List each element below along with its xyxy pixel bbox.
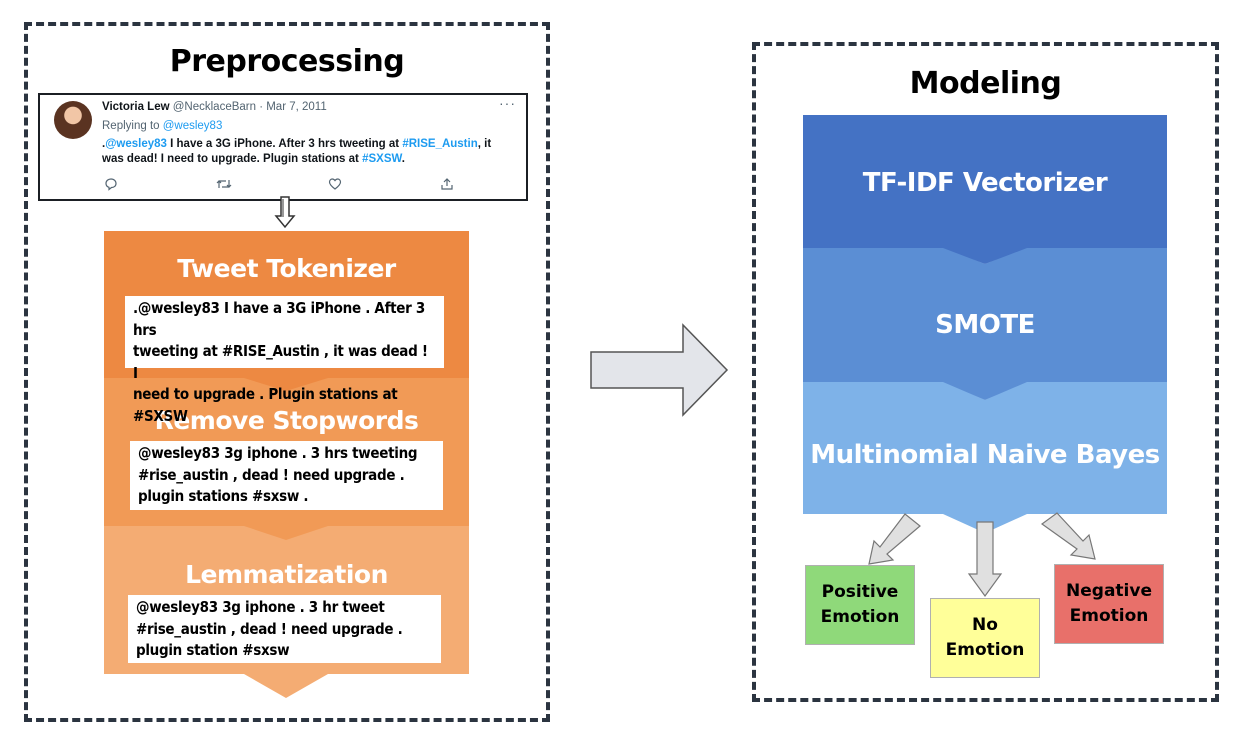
output-line: plugin station #sxsw xyxy=(136,641,290,659)
lemmatization-output-box: @wesley83 3g iphone . 3 hr tweet #rise_a… xyxy=(128,595,441,663)
tweet-handle-date: @NecklaceBarn · Mar 7, 2011 xyxy=(172,101,327,113)
output-label: No xyxy=(972,615,998,635)
preprocessing-title: Preprocessing xyxy=(169,44,405,79)
avatar xyxy=(54,101,92,139)
like-icon[interactable] xyxy=(328,177,342,191)
remove-stopwords-title: Remove Stopwords xyxy=(154,406,419,435)
output-label: Positive xyxy=(821,582,899,602)
replying-to-link[interactable]: @wesley83 xyxy=(162,120,223,132)
output-line: #rise_austin , dead ! need upgrade . xyxy=(138,465,405,484)
preprocessing-panel: Preprocessing xyxy=(24,22,550,722)
body-text: I have a 3G iPhone. After 3 hrs tweeting… xyxy=(166,138,403,150)
modeling-title: Modeling xyxy=(909,66,1062,101)
retweet-icon[interactable] xyxy=(216,177,232,191)
tfidf-step-shape xyxy=(803,115,1167,264)
neutral-arrow-icon xyxy=(967,521,1003,598)
output-line: @wesley83 3g iphone . 3 hr tweet xyxy=(136,598,385,616)
output-label: Emotion xyxy=(1069,606,1149,626)
tokenizer-output-box: .@wesley83 I have a 3G iPhone . After 3 … xyxy=(125,296,444,425)
tweet-replying-to: Replying to @wesley83 xyxy=(102,120,222,132)
output-label: Negative xyxy=(1066,581,1152,601)
body-prefix: . xyxy=(102,138,106,150)
output-line: plugin stations #sxsw . xyxy=(138,487,309,505)
lemmatization-title: Lemmatization xyxy=(185,560,388,589)
hashtag-link[interactable]: #SXSW xyxy=(362,153,402,165)
modeling-panel: Modeling xyxy=(752,42,1219,702)
tweet-tokenizer-title: Tweet Tokenizer xyxy=(177,254,396,283)
share-icon[interactable] xyxy=(440,177,454,191)
output-label: Emotion xyxy=(945,640,1025,660)
body-text: , it xyxy=(477,138,492,150)
naive-bayes-title: Multinomial Naive Bayes xyxy=(810,440,1160,470)
reply-icon[interactable] xyxy=(104,177,118,191)
negative-arrow-icon xyxy=(1040,512,1096,560)
tweet-header: Victoria Lew @NecklaceBarn · Mar 7, 2011 xyxy=(102,101,327,113)
tweet-body-line-2: was dead! I need to upgrade. Plugin stat… xyxy=(102,153,405,165)
flow-arrow-icon xyxy=(590,323,729,417)
output-line: .@wesley83 I have a 3G iPhone . After 3 … xyxy=(133,299,425,339)
naive-bayes-step-shape xyxy=(803,381,1167,533)
body-text: was dead! I need to upgrade. Plugin stat… xyxy=(102,153,363,165)
replying-prefix: Replying to xyxy=(102,120,163,132)
tweet-body-line-1: .@wesley83 I have a 3G iPhone. After 3 h… xyxy=(102,138,491,150)
output-line: #rise_austin , dead ! need upgrade . xyxy=(136,619,403,638)
more-options-icon[interactable]: ··· xyxy=(499,95,516,111)
tfidf-title: TF-IDF Vectorizer xyxy=(862,168,1108,198)
tweet-author-name: Victoria Lew xyxy=(102,101,170,113)
positive-arrow-icon xyxy=(868,513,921,565)
hashtag-link[interactable]: #RISE_Austin xyxy=(402,138,478,150)
output-line: need to upgrade . Plugin stations at #SX… xyxy=(133,385,398,425)
positive-emotion-box: Positive Emotion xyxy=(805,565,915,645)
negative-emotion-box: Negative Emotion xyxy=(1054,564,1164,644)
smote-title: SMOTE xyxy=(935,310,1035,340)
output-label: Emotion xyxy=(820,607,900,627)
output-line: @wesley83 3g iphone . 3 hrs tweeting xyxy=(138,444,418,462)
mention-link[interactable]: @wesley83 xyxy=(105,138,167,150)
output-line: tweeting at #RISE_Austin , it was dead !… xyxy=(133,342,428,382)
down-arrow-icon xyxy=(274,196,296,229)
stopwords-output-box: @wesley83 3g iphone . 3 hrs tweeting #ri… xyxy=(130,441,443,510)
no-emotion-box: No Emotion xyxy=(930,598,1040,678)
smote-step-shape xyxy=(803,247,1167,400)
body-text: . xyxy=(401,153,405,165)
